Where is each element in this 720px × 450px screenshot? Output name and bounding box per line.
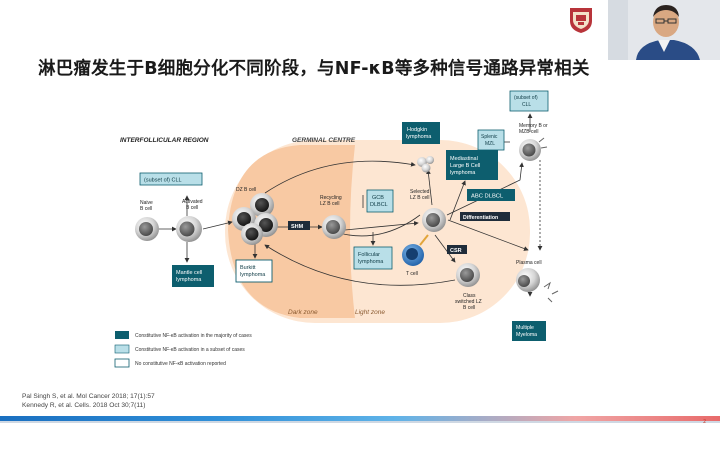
light-zone-label: Light zone	[355, 309, 385, 316]
legend-item-2: Constitutive NF-κB activation in a subse…	[135, 347, 245, 353]
activated-b-cell-label-2: B cell	[186, 205, 198, 211]
footer-line	[0, 421, 720, 423]
dark-zone-label: Dark zone	[288, 309, 318, 316]
svg-text:DLBCL: DLBCL	[370, 202, 388, 208]
csr-label: CSR	[450, 248, 462, 254]
memory-label-1: Memory B or	[519, 123, 548, 129]
svg-text:Burkitt: Burkitt	[240, 265, 256, 271]
webcam-overlay	[608, 0, 720, 60]
svg-text:Mediastinal: Mediastinal	[450, 156, 478, 162]
cll-top-box: (subset of) CLL	[509, 90, 549, 112]
multiple-myeloma-box: Multiple Myeloma	[512, 321, 546, 341]
class-switched-label-3: B cell	[463, 305, 475, 311]
reference-2: Kennedy R, et al. Cells. 2018 Oct 30;7(1…	[22, 402, 146, 409]
slide-title: 淋巴瘤发生于B细胞分化不同阶段，与NF-κB等多种信号通路异常相关	[38, 59, 590, 79]
gcb-dlbcl-box: GCB DLBCL	[366, 189, 394, 213]
svg-text:Mantle cell: Mantle cell	[176, 270, 202, 276]
legend: Constitutive NF-κB activation in the maj…	[114, 331, 252, 368]
activated-b-cell	[176, 216, 202, 242]
svg-text:CLL: CLL	[522, 102, 531, 108]
class-switched-cell	[456, 263, 480, 287]
plasma-cell-label: Plasma cell	[516, 260, 542, 266]
naive-b-cell	[135, 217, 159, 241]
germinal-centre-label: GERMINAL CENTRE	[292, 137, 356, 144]
follicular-lymphoma-box: Follicular lymphoma	[353, 246, 393, 270]
svg-text:lymphoma: lymphoma	[358, 259, 384, 265]
svg-text:Myeloma: Myeloma	[516, 332, 537, 338]
abc-dlbcl-box: ABC DLBCL	[467, 189, 515, 201]
svg-text:ABC DLBCL: ABC DLBCL	[471, 194, 504, 200]
reference-1: Pal Singh S, et al. Mol Cancer 2018; 17(…	[22, 393, 155, 400]
svg-text:(subset of) CLL: (subset of) CLL	[144, 178, 182, 184]
memory-b-cell	[519, 137, 548, 161]
hodgkin-cells	[417, 156, 434, 173]
t-cell-label: T cell	[406, 271, 418, 277]
mantle-cell-lymphoma-box: Mantle cell lymphoma	[172, 265, 214, 287]
svg-text:lymphoma: lymphoma	[450, 170, 476, 176]
svg-text:Follicular: Follicular	[358, 252, 380, 258]
svg-text:(subset of): (subset of)	[514, 95, 538, 101]
svg-text:Multiple: Multiple	[516, 325, 534, 331]
cll-left-box: (subset of) CLL	[139, 172, 203, 186]
svg-text:lymphoma: lymphoma	[176, 277, 202, 283]
references: Pal Singh S, et al. Mol Cancer 2018; 17(…	[22, 392, 155, 410]
university-logo	[570, 8, 592, 33]
selected-lz-b-cell	[422, 208, 446, 232]
interfollicular-region-label: INTERFOLLICULAR REGION	[120, 137, 209, 144]
recycling-label-2: LZ B cell	[320, 201, 339, 207]
presenter-video	[608, 0, 720, 60]
splenic-mzl-box: Splenic MZL	[477, 129, 505, 151]
naive-b-cell-label-2: B cell	[140, 206, 152, 212]
naive-b-cell-label-1: Naive	[140, 200, 153, 206]
svg-text:GCB: GCB	[372, 195, 384, 201]
burkitt-lymphoma-box: Burkitt lymphoma	[235, 259, 273, 283]
memory-label-2: MZB cell	[519, 129, 538, 135]
recycling-label-1: Recycling	[320, 195, 342, 201]
dz-b-cell-cluster	[232, 193, 278, 245]
hodgkin-lymphoma-box: Hodgkin lymphoma	[402, 122, 440, 144]
selected-label-2: LZ B cell	[410, 195, 429, 201]
svg-text:Splenic: Splenic	[481, 134, 498, 140]
selected-label-1: Selected	[410, 189, 430, 195]
page-number: 2	[703, 419, 707, 425]
shm-label: SHM	[291, 224, 304, 230]
t-cell	[402, 234, 429, 266]
class-switched-label-1: Class	[463, 293, 476, 299]
dz-b-cell-label: DZ B cell	[236, 187, 256, 193]
svg-text:lymphoma: lymphoma	[406, 134, 432, 140]
mediastinal-lbcl-box: Mediastinal Large B Cell lymphoma	[446, 150, 498, 180]
svg-text:Large B Cell: Large B Cell	[450, 163, 480, 169]
legend-item-1: Constitutive NF-κB activation in the maj…	[135, 333, 252, 339]
class-switched-label-2: switched LZ	[455, 299, 482, 305]
svg-text:Hodgkin: Hodgkin	[407, 127, 427, 133]
plasma-cell	[516, 268, 559, 303]
legend-item-3: No constitutive NF-κB activation reporte…	[135, 361, 226, 367]
svg-text:lymphoma: lymphoma	[240, 272, 266, 278]
svg-text:MZL: MZL	[485, 141, 495, 147]
footer-color-bar	[0, 416, 720, 421]
activated-b-cell-label-1: Activated	[182, 199, 203, 205]
differentiation-label: Differentiation	[463, 215, 498, 221]
recycling-lz-b-cell	[322, 215, 346, 239]
